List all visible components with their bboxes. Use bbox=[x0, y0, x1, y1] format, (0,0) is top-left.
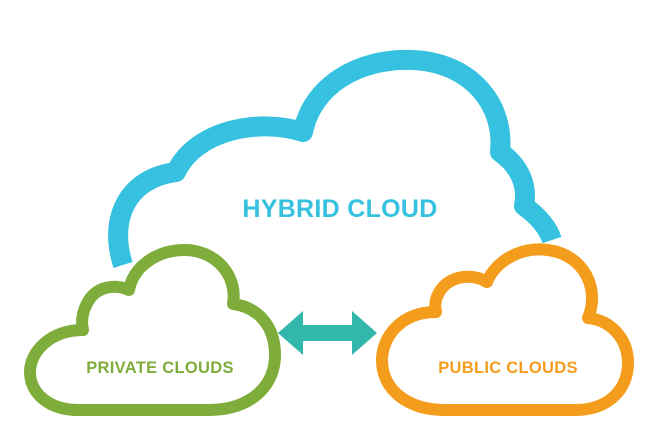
double-arrow-icon bbox=[278, 311, 377, 355]
public-clouds-label: PUBLIC CLOUDS bbox=[438, 359, 578, 377]
hybrid-cloud-outline bbox=[108, 49, 562, 269]
public-cloud-outline bbox=[376, 243, 634, 416]
hybrid-cloud-label: HYBRID CLOUD bbox=[242, 195, 437, 223]
private-clouds-label: PRIVATE CLOUDS bbox=[86, 359, 234, 377]
private-cloud-outline bbox=[24, 244, 281, 416]
